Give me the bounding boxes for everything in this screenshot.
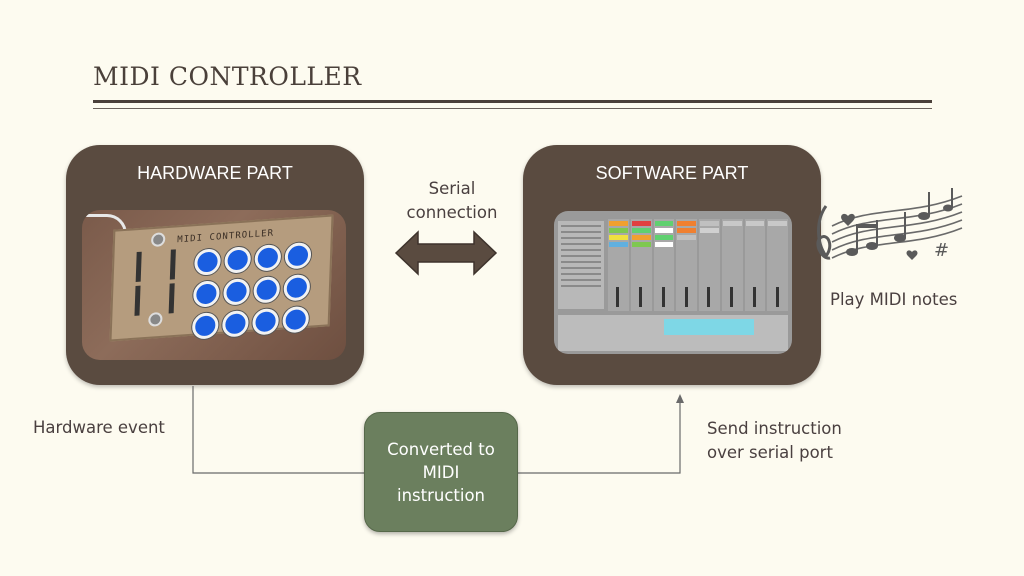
converted-to-midi-label: Converted to MIDI instruction: [387, 439, 495, 505]
music-notes-icon: #: [816, 188, 963, 261]
converted-to-midi-box: Converted to MIDI instruction: [364, 412, 518, 532]
serial-connection-label: Serial connection: [406, 179, 498, 222]
hardware-photo: MIDI CONTROLLER: [82, 210, 346, 360]
daw-midi-clip: [664, 319, 754, 335]
title-rule-thin: [93, 108, 932, 109]
hardware-panel: HARDWARE PART MIDI CONTROLLER: [66, 145, 364, 385]
software-panel: SOFTWARE PART: [523, 145, 821, 385]
daw-screenshot: [554, 211, 792, 354]
double-arrow-icon: [394, 230, 498, 276]
hardware-event-label: Hardware event: [33, 418, 165, 437]
usb-cable: [84, 214, 127, 241]
hardware-panel-title: HARDWARE PART: [137, 163, 293, 183]
svg-text:#: #: [934, 240, 949, 261]
send-instruction-label: Send instruction over serial port: [707, 417, 867, 465]
slide-title: MIDI CONTROLLER: [93, 62, 362, 91]
title-rule-thick: [93, 100, 932, 103]
daw-browser: [558, 221, 604, 309]
play-midi-notes-label: Play MIDI notes: [830, 290, 958, 309]
software-panel-title: SOFTWARE PART: [595, 163, 749, 183]
send-instruction-text: Send instruction over serial port: [707, 419, 842, 462]
daw-tracks: [608, 219, 788, 311]
